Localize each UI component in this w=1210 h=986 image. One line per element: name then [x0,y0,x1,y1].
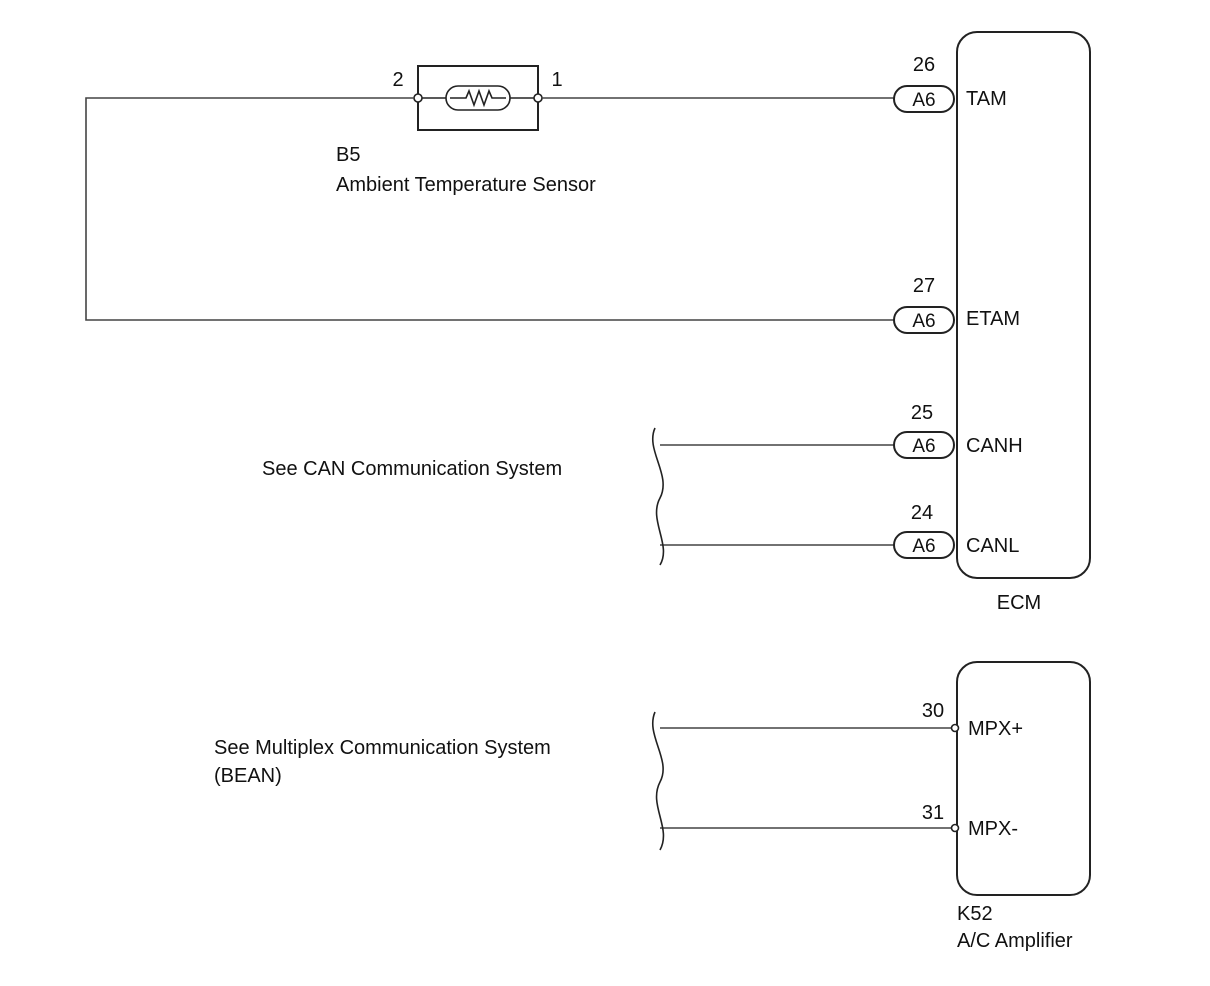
connector-oval [893,531,955,559]
ecm-pin-tam: 26 A6 TAM [893,54,1007,113]
connector-code: A6 [912,536,935,557]
sensor-terminal-1 [533,93,543,103]
connector-oval [893,306,955,334]
signal-label: CANH [966,435,1023,457]
sensor-pin-right-label: 1 [551,69,562,91]
multiplex-reference-line1: See Multiplex Communication System [214,737,551,759]
sensor-code: B5 [336,144,360,166]
multiplex-reference-line2: (BEAN) [214,765,282,787]
can-reference-label: See CAN Communication System [262,458,562,480]
ecm-block: ECM [956,31,1091,614]
pin-number: 27 [913,275,935,297]
sensor-pin-left-label: 2 [392,69,403,91]
pin-number: 25 [911,402,933,424]
signal-label: ETAM [966,308,1020,330]
pin-number: 26 [913,54,935,76]
multiplex-break-mark [652,711,665,851]
pin-number: 31 [922,802,944,824]
resistor-icon [450,88,506,108]
pin-number: 30 [922,700,944,722]
amplifier-name: A/C Amplifier [957,930,1073,952]
terminal-dot [950,723,960,733]
wires [85,97,952,829]
signal-label: MPX+ [968,718,1023,740]
pin-number: 24 [911,502,933,524]
sensor-name: Ambient Temperature Sensor [336,174,596,196]
amplifier-pin-mpx-plus: 30 MPX+ [922,700,1023,740]
can-break-mark [652,427,665,566]
wire-etam [85,97,894,321]
ac-amplifier-block: K52 A/C Amplifier [956,661,1091,952]
connector-code: A6 [912,436,935,457]
ecm-pin-etam: 27 A6 ETAM [893,275,1020,334]
amplifier-body [956,661,1091,896]
signal-label: MPX- [968,818,1018,840]
terminal-dot [950,823,960,833]
signal-label: TAM [966,88,1007,110]
connector-code: A6 [912,90,935,111]
ambient-temperature-sensor: 2 1 B5 Ambient Temperature Sensor [336,65,596,196]
ecm-pin-canl: 24 A6 CANL [893,502,1019,559]
signal-label: CANL [966,535,1019,557]
connector-oval [893,85,955,113]
ecm-pin-canh: 25 A6 CANH [893,402,1023,459]
ecm-body [956,31,1091,579]
sensor-terminal-2 [413,93,423,103]
connector-code: A6 [912,311,935,332]
amplifier-code: K52 [957,903,993,925]
amplifier-pin-mpx-minus: 31 MPX- [922,802,1018,840]
ecm-label: ECM [997,592,1041,614]
connector-oval [893,431,955,459]
